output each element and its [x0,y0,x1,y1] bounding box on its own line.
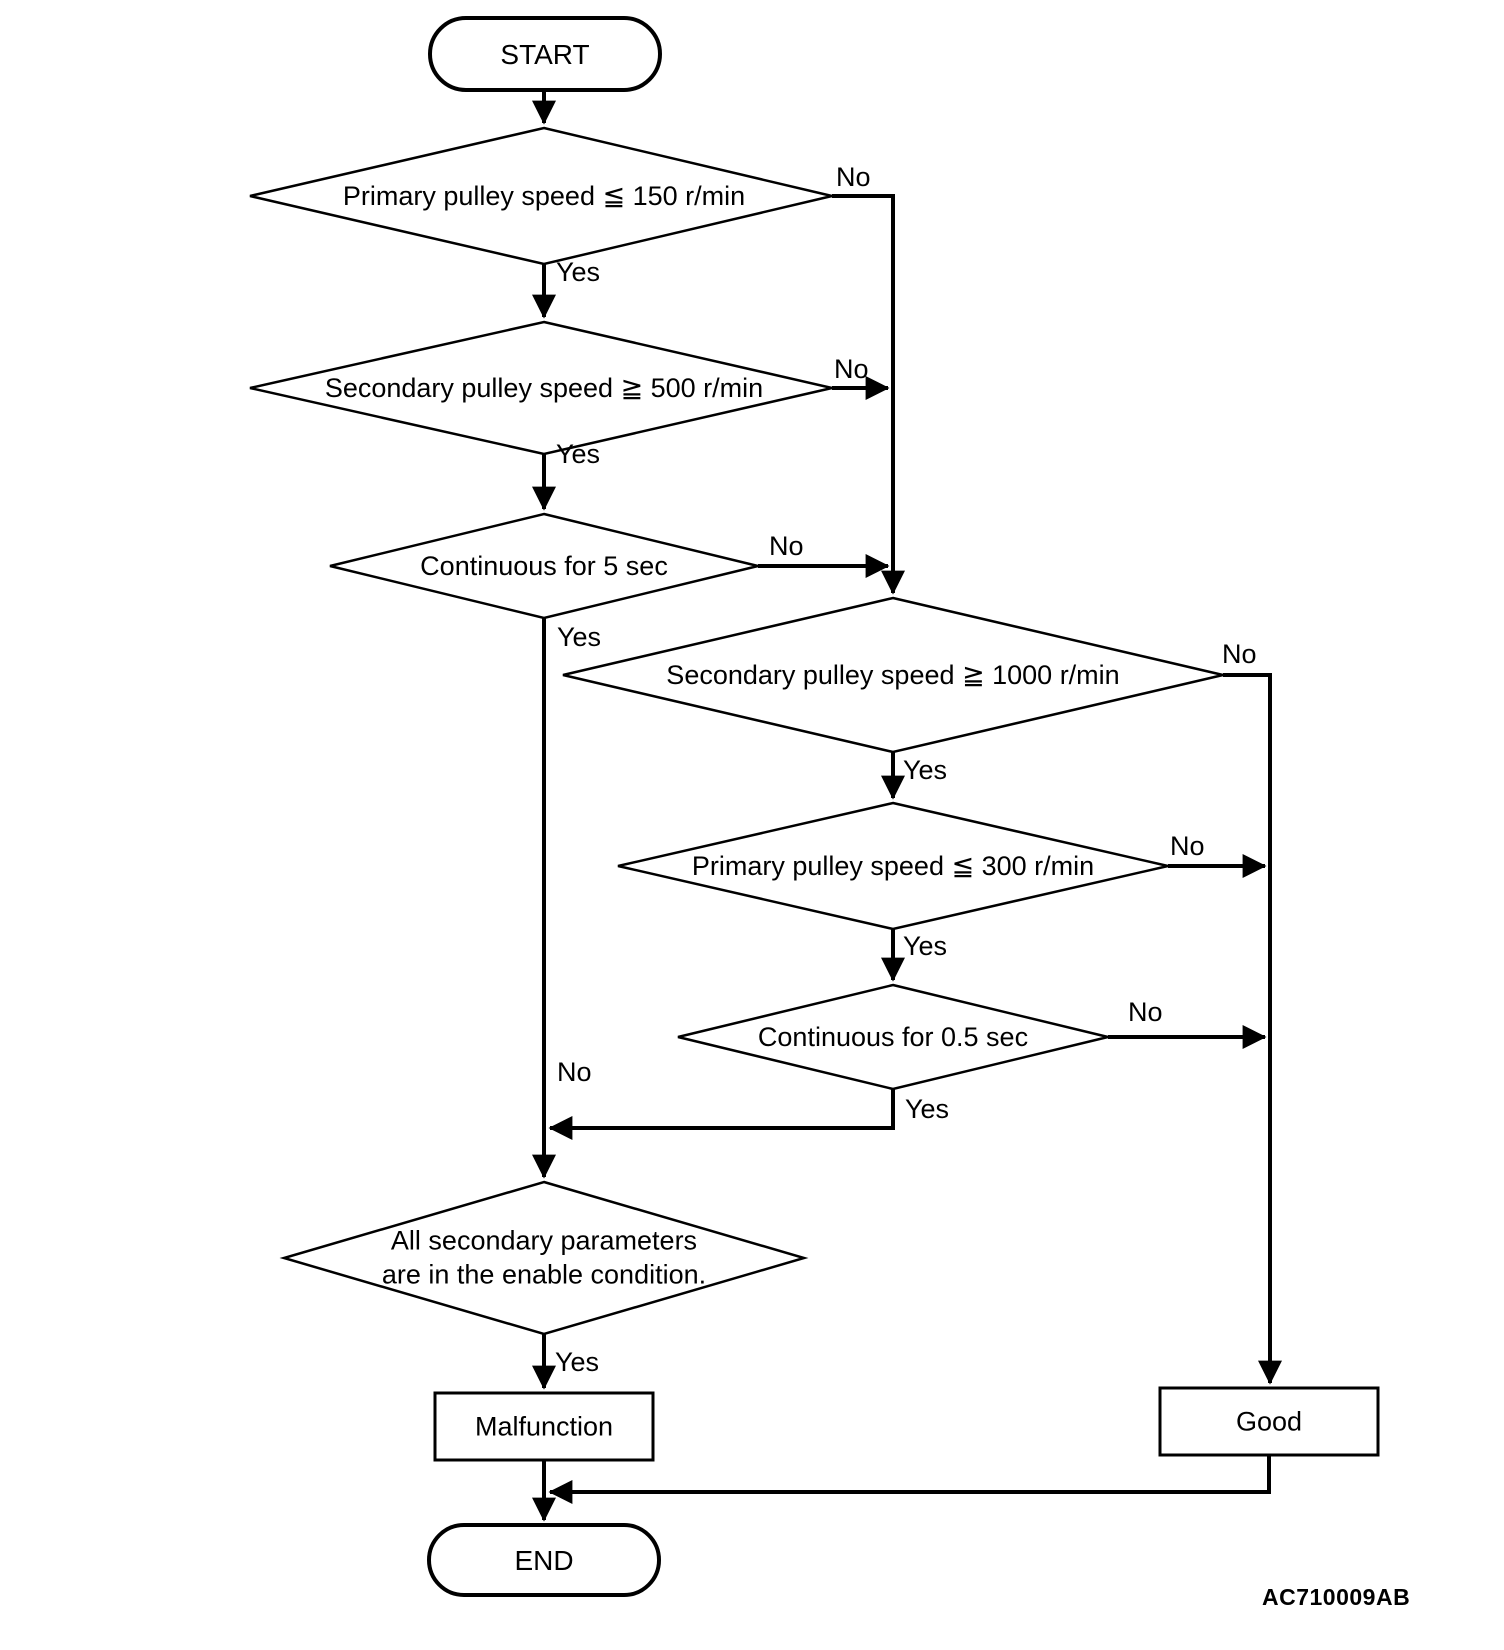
end-terminator [427,1523,661,1597]
edge-good-to-end [548,1455,1271,1504]
decision-d3-continuous-5s [329,512,759,620]
d1-no-label: No [836,162,871,192]
d6-no-label: No [1128,997,1163,1027]
good-box [1158,1386,1380,1457]
edge-d4-no [1223,673,1282,1385]
malfunction-label: Malfunction [474,1411,614,1442]
good-label: Good [1235,1406,1303,1437]
malfunction-box [433,1391,655,1462]
d5-label: Primary pulley speed ≦ 300 r/min [691,851,1095,882]
d6-yes-label: Yes [905,1094,950,1124]
d5-no-label: No [1170,831,1205,861]
d4-label: Secondary pulley speed ≧ 1000 r/min [666,660,1120,691]
d3-label: Continuous for 5 sec [420,551,668,582]
d2-label: Secondary pulley speed ≧ 500 r/min [324,373,764,404]
start-terminator [428,16,662,92]
edge-d1-no [832,194,905,595]
d4-yes-label: Yes [903,755,948,785]
d2-no-label: No [834,354,869,384]
d4-no-label: No [1222,639,1257,669]
d3-yes-label: Yes [557,622,602,652]
edge-d6-yes [548,1089,895,1140]
d1-yes-label: Yes [556,257,601,287]
left-line-no-label: No [557,1057,592,1087]
d1-label: Primary pulley speed ≦ 150 r/min [342,181,746,212]
d3-no-label: No [769,531,804,561]
decision-d7-enable-condition [279,1180,809,1336]
decision-d1-primary-150 [249,126,833,266]
d7-yes-label: Yes [555,1347,600,1377]
node-group [249,16,1380,1597]
d7-label: All secondary parameters are in the enab… [381,1225,707,1289]
figure-code: AC710009AB [1262,1584,1411,1610]
decision-d6-continuous-05s [677,983,1109,1091]
decision-d2-secondary-500 [249,320,833,456]
start-label: START [500,39,590,70]
end-label: END [514,1545,574,1576]
connector-group [532,90,1282,1522]
d5-yes-label: Yes [903,931,948,961]
d6-label: Continuous for 0.5 sec [757,1022,1029,1053]
decision-d5-primary-300 [617,801,1169,931]
decision-d4-secondary-1000 [562,596,1224,754]
d2-yes-label: Yes [556,439,601,469]
